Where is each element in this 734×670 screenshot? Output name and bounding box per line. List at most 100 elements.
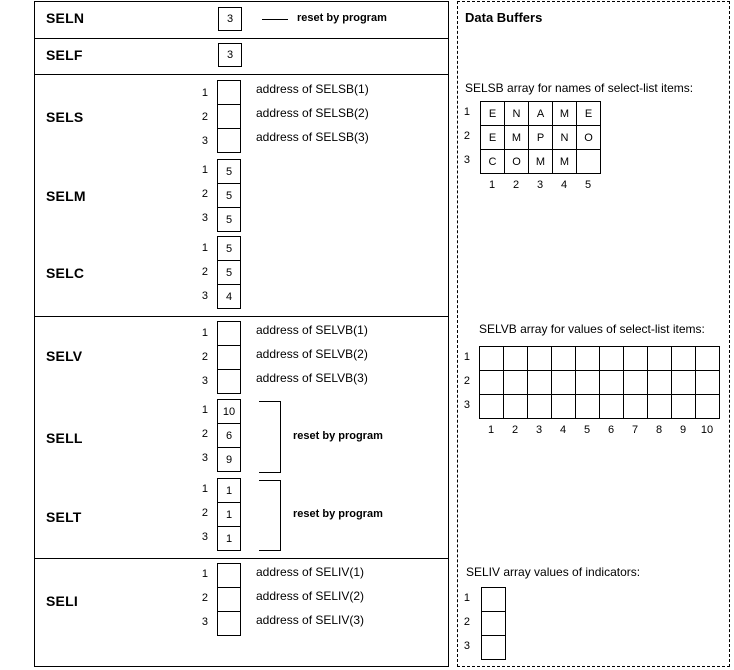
sell-bracket [259, 401, 281, 473]
selm-row-num: 2 [201, 188, 208, 200]
seliv-row-label: 2 [463, 616, 470, 628]
selvb-cell [575, 370, 600, 395]
selv-cell [217, 345, 241, 370]
seliv-cell [481, 611, 506, 636]
selvb-col-label: 6 [607, 424, 615, 436]
selv-row-num: 3 [201, 375, 208, 387]
selsb-cell: N [552, 125, 577, 150]
selvb-col-label: 10 [700, 424, 714, 436]
seln-pointer-line [262, 19, 288, 20]
selvb-caption: SELVB array for values of select-list it… [479, 322, 705, 336]
selsb-cell: M [552, 149, 577, 174]
seli-row-num: 1 [201, 568, 208, 580]
selm-cell: 5 [217, 183, 241, 208]
seli-row-num: 2 [201, 592, 208, 604]
seli-row-num: 3 [201, 616, 208, 628]
selt-cell: 1 [217, 478, 241, 503]
self-value: 3 [218, 43, 242, 67]
selv-address: address of SELVB(3) [256, 371, 368, 385]
selsb-cell: A [528, 101, 553, 126]
selv-cell [217, 369, 241, 394]
selvb-cell [479, 394, 504, 419]
selvb-col-label: 5 [583, 424, 591, 436]
seli-address: address of SELIV(1) [256, 565, 365, 579]
data-buffers-title: Data Buffers [465, 10, 543, 25]
sell-cell: 9 [217, 447, 241, 472]
selvb-cell [695, 370, 720, 395]
selsb-cell: M [552, 101, 577, 126]
sels-cell [217, 128, 241, 153]
selvb-row-label: 1 [463, 351, 470, 363]
selm-cell: 5 [217, 159, 241, 184]
selvb-cell [647, 346, 672, 371]
selsb-cell: M [504, 125, 529, 150]
selv-row-num: 2 [201, 351, 208, 363]
selvb-cell [503, 394, 528, 419]
selt-note: reset by program [293, 508, 383, 520]
selsb-row-label: 3 [463, 154, 470, 166]
seln-label: SELN [46, 10, 85, 26]
seln-note: reset by program [297, 12, 387, 24]
selsb-cell: M [528, 149, 553, 174]
selc-cell: 5 [217, 260, 241, 285]
selsb-caption: SELSB array for names of select-list ite… [465, 81, 694, 95]
selv-label: SELV [46, 348, 83, 364]
selsb-cell: E [480, 125, 505, 150]
sels-address: address of SELSB(1) [256, 82, 369, 96]
selvb-cell [599, 370, 624, 395]
selvb-cell [599, 346, 624, 371]
selsb-cell: E [576, 101, 601, 126]
selvb-col-label: 3 [535, 424, 543, 436]
sell-cell: 6 [217, 423, 241, 448]
selsb-cell: O [504, 149, 529, 174]
selvb-cell [527, 370, 552, 395]
selt-bracket [259, 480, 281, 551]
selc-row-num: 1 [201, 242, 208, 254]
selvb-cell [479, 346, 504, 371]
selc-label: SELC [46, 265, 85, 281]
seliv-row-label: 1 [463, 592, 470, 604]
selsb-cell: E [480, 101, 505, 126]
selt-cell: 1 [217, 526, 241, 551]
seliv-cell [481, 635, 506, 660]
selvb-cell [647, 370, 672, 395]
descriptor-panel [34, 1, 449, 667]
selvb-cell [551, 394, 576, 419]
selsb-cell: N [504, 101, 529, 126]
sels-cell [217, 104, 241, 129]
seli-cell [217, 611, 241, 636]
selvb-cell [695, 346, 720, 371]
selsb-row-label: 2 [463, 130, 470, 142]
sell-cell: 10 [217, 399, 241, 424]
sels-row-num: 2 [201, 111, 208, 123]
selt-row-num: 1 [201, 483, 208, 495]
selc-row-num: 3 [201, 290, 208, 302]
data-buffers-panel [457, 1, 730, 667]
sell-row-num: 3 [201, 452, 208, 464]
selc-cell: 5 [217, 236, 241, 261]
selvb-col-label: 1 [487, 424, 495, 436]
selvb-row-label: 2 [463, 375, 470, 387]
selvb-col-label: 7 [631, 424, 639, 436]
selsb-col-label: 3 [536, 179, 544, 191]
selc-cell: 4 [217, 284, 241, 309]
selt-cell: 1 [217, 502, 241, 527]
selvb-row-label: 3 [463, 399, 470, 411]
selvb-cell [551, 346, 576, 371]
selt-row-num: 2 [201, 507, 208, 519]
selv-address: address of SELVB(1) [256, 323, 368, 337]
seli-cell [217, 563, 241, 588]
selvb-col-label: 2 [511, 424, 519, 436]
selvb-cell [503, 346, 528, 371]
selsb-col-label: 1 [488, 179, 496, 191]
selvb-col-label: 8 [655, 424, 663, 436]
selvb-cell [479, 370, 504, 395]
selsb-cell [576, 149, 601, 174]
selvb-cell [503, 370, 528, 395]
seln-value: 3 [218, 7, 242, 31]
seli-address: address of SELIV(3) [256, 613, 365, 627]
selvb-cell [671, 370, 696, 395]
seli-address: address of SELIV(2) [256, 589, 365, 603]
selsb-cell: P [528, 125, 553, 150]
selsb-cell: O [576, 125, 601, 150]
